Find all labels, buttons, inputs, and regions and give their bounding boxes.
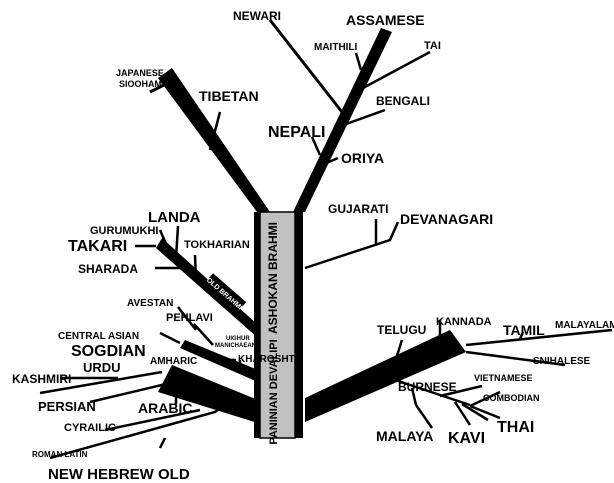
label-japanese-line1: JAPANESE xyxy=(116,68,164,78)
label-cyrillic: CYRAILIC xyxy=(64,422,116,434)
label-persian: PERSIAN xyxy=(38,399,96,414)
label-nepali: NEPALI xyxy=(268,124,325,141)
label-kannada: KANNADA xyxy=(436,316,492,328)
branch-maithili xyxy=(356,53,361,70)
limb-right-base xyxy=(305,330,466,422)
trunk-upper-label: ASHOKAN BRAHMI xyxy=(266,222,280,334)
label-tai: TAI xyxy=(424,40,441,52)
label-gujarati: GUJARATI xyxy=(328,202,388,216)
limb-upper-right xyxy=(293,28,392,212)
label-gurumukhi: GURUMUKHI xyxy=(90,225,158,237)
label-tamil: TAMIL xyxy=(503,322,545,338)
label-arabic: ARABIC xyxy=(138,400,192,416)
label-kavi: KAVI xyxy=(448,430,485,447)
branch-pehlavi xyxy=(194,324,213,345)
label-vietnamese: VIETNAMESE xyxy=(474,373,533,383)
branch-newari xyxy=(270,20,342,112)
label-sogdian: SOGDIAN xyxy=(71,343,146,360)
label-kharoshti: KHAROSHTI xyxy=(238,354,298,365)
label-malayalam: MALAYALAM xyxy=(555,320,614,331)
label-uighur-line2: MANICHAEAN xyxy=(215,343,256,349)
label-pehlavi: PEHLAVI xyxy=(166,312,213,324)
label-devanagari: DEVANAGARI xyxy=(400,211,493,227)
label-assamese: ASSAMESE xyxy=(346,12,425,28)
label-japanese-line2: SIOOHAM xyxy=(119,79,162,89)
label-urdu: URDU xyxy=(83,360,121,375)
label-amharic: AMHARIC xyxy=(150,356,197,367)
branch-devanagari xyxy=(305,222,398,268)
branch-tokharian xyxy=(195,255,196,280)
label-malaya: MALAYA xyxy=(376,428,433,444)
label-kashmiri: KASHMIRI xyxy=(12,372,71,386)
label-landa: LANDA xyxy=(148,209,201,226)
label-oriya: ORIYA xyxy=(341,150,384,166)
label-tibetan: TIBETAN xyxy=(199,88,259,104)
label-tokharian: TOKHARIAN xyxy=(184,239,250,251)
label-burmese: BURNESE xyxy=(398,380,457,394)
branch-central-asian xyxy=(160,333,180,343)
label-roman-latin: ROMAN LATIN xyxy=(32,450,88,459)
label-sharada: SHARADA xyxy=(78,262,138,276)
label-maithili: MAITHILI xyxy=(314,42,358,53)
branch-malaya xyxy=(416,405,432,428)
label-takari: TAKARI xyxy=(68,238,127,255)
label-thai: THAI xyxy=(497,419,534,436)
label-telugu: TELUGU xyxy=(377,323,426,337)
label-avestan: AVESTAN xyxy=(127,298,173,309)
label-sinhalese: SNIHALESE xyxy=(533,356,591,367)
label-uighur-line1: UIGHUR xyxy=(226,336,250,342)
label-newari: NEWARI xyxy=(233,9,281,23)
trunk-outer-right-bar xyxy=(295,212,303,438)
label-new-hebrew-old: NEW HEBREW OLD xyxy=(48,466,190,483)
trunk-outer-left-bar xyxy=(254,212,260,438)
branch-hebrew-tick xyxy=(160,438,165,448)
label-bengali: BENGALI xyxy=(376,94,430,108)
label-central-asian: CENTRAL ASIAN xyxy=(58,331,139,342)
label-cambodian: COMBODIAN xyxy=(483,393,540,403)
